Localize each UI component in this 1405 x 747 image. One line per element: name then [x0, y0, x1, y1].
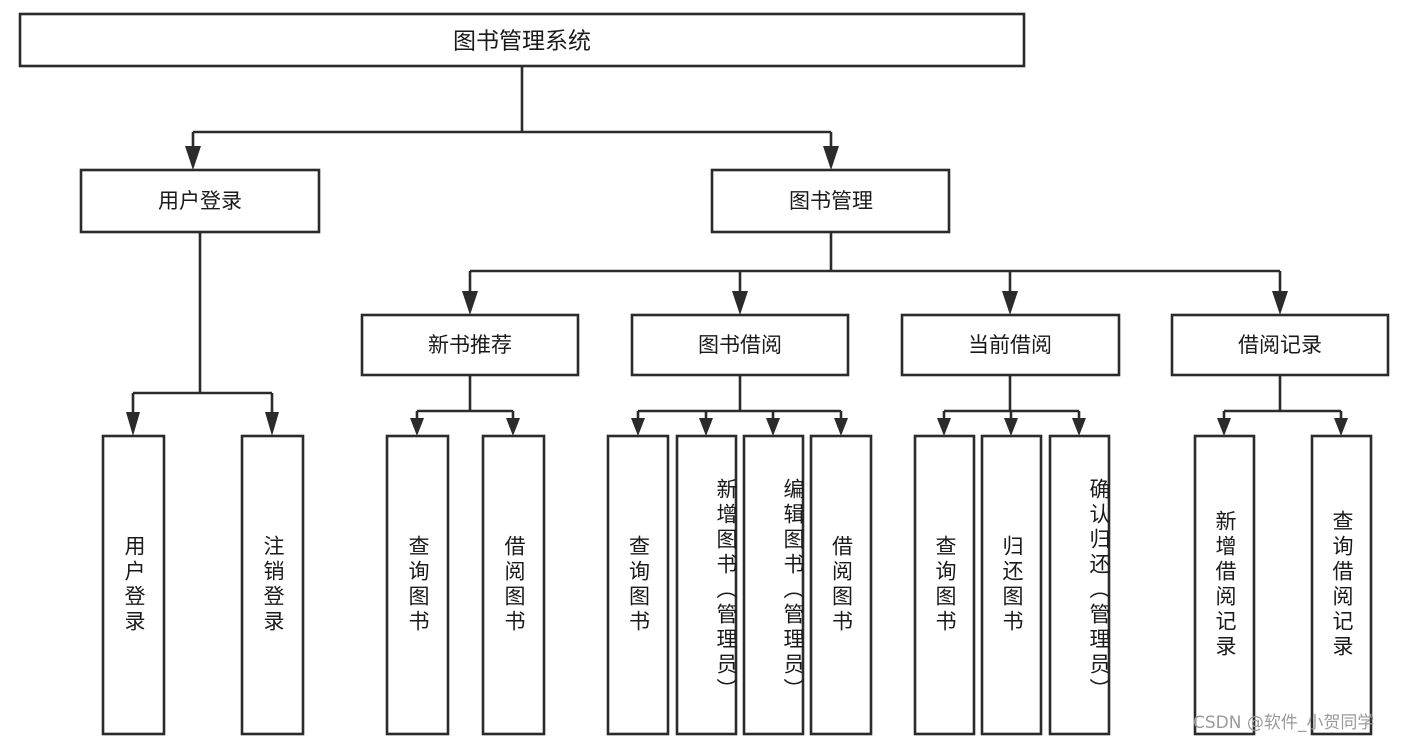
connector-group-book-borrow: [631, 375, 848, 436]
node-current-borrow[interactable]: 当前借阅: [900, 313, 1121, 377]
arrow-head-icon: [185, 146, 201, 170]
leaf-query-book-1-box[interactable]: [385, 434, 450, 736]
node-root[interactable]: 图书管理系统: [18, 12, 1026, 68]
node-book-borrow[interactable]: 图书借阅: [630, 313, 850, 377]
arrow-head-icon: [1002, 291, 1018, 315]
leaf-query-book-3-box[interactable]: [913, 434, 976, 736]
arrow-head-icon: [265, 412, 279, 436]
node-book-management-label: 图书管理: [789, 189, 873, 213]
arrow-head-icon: [410, 418, 424, 436]
arrow-head-icon: [699, 418, 713, 436]
node-new-book-recommend-box[interactable]: [360, 313, 580, 377]
connector-group-user-login: [126, 232, 279, 436]
node-book-management[interactable]: 图书管理: [710, 168, 951, 234]
arrow-head-icon: [631, 418, 645, 436]
arrow-head-icon: [937, 418, 951, 436]
arrow-head-icon: [1217, 418, 1231, 436]
node-new-book-recommend-label: 新书推荐: [428, 333, 512, 357]
arrow-head-icon: [1004, 418, 1018, 436]
watermark-text: CSDN @软件_小贺同学: [1193, 713, 1375, 733]
leaf-confirm-return-box[interactable]: [1048, 434, 1111, 736]
arrow-head-icon: [834, 418, 848, 436]
leaf-query-book-2-box[interactable]: [606, 434, 670, 736]
arrow-head-icon: [1334, 418, 1348, 436]
leaf-return-book-box[interactable]: [980, 434, 1043, 736]
arrow-head-icon: [462, 291, 478, 315]
connector-group-current-borrow: [937, 375, 1086, 436]
arrow-head-icon: [126, 412, 140, 436]
node-root-box[interactable]: [18, 12, 1026, 68]
node-user-login[interactable]: 用户登录: [79, 168, 321, 234]
leaf-borrow-book-2-box[interactable]: [809, 434, 873, 736]
node-current-borrow-label: 当前借阅: [968, 333, 1052, 357]
node-user-login-label: 用户登录: [158, 189, 242, 213]
node-borrow-record[interactable]: 借阅记录: [1170, 313, 1390, 377]
node-borrow-record-box[interactable]: [1170, 313, 1390, 377]
leaf-borrow-book-1-box[interactable]: [481, 434, 546, 736]
leaf-add-book-box[interactable]: [675, 434, 738, 736]
node-root-label: 图书管理系统: [453, 29, 591, 55]
arrow-head-icon: [1272, 291, 1288, 315]
leaf-user-logout-box[interactable]: [240, 434, 305, 736]
arrow-head-icon: [1072, 418, 1086, 436]
leaf-query-record-box[interactable]: [1310, 434, 1373, 736]
node-book-borrow-box[interactable]: [630, 313, 850, 377]
node-book-management-box[interactable]: [710, 168, 951, 234]
node-current-borrow-box[interactable]: [900, 313, 1121, 377]
node-book-borrow-label: 图书借阅: [698, 333, 782, 357]
leaf-edit-book-box[interactable]: [742, 434, 805, 736]
leaf-user-login-box[interactable]: [101, 434, 166, 736]
node-new-book-recommend[interactable]: 新书推荐: [360, 313, 580, 377]
arrow-head-icon: [506, 418, 520, 436]
node-borrow-record-label: 借阅记录: [1238, 333, 1322, 357]
connector-group-new-book-recommend: [410, 375, 520, 436]
leaf-add-record-box[interactable]: [1193, 434, 1256, 736]
arrow-head-icon: [766, 418, 780, 436]
node-user-login-box[interactable]: [79, 168, 321, 234]
arrow-head-icon: [823, 146, 839, 170]
arrow-head-icon: [732, 291, 748, 315]
leaf-boxes: [101, 434, 1373, 736]
connector-group-book-management: [462, 232, 1288, 315]
connector-group-borrow-record: [1217, 375, 1348, 436]
connector-group-root: [185, 66, 839, 170]
